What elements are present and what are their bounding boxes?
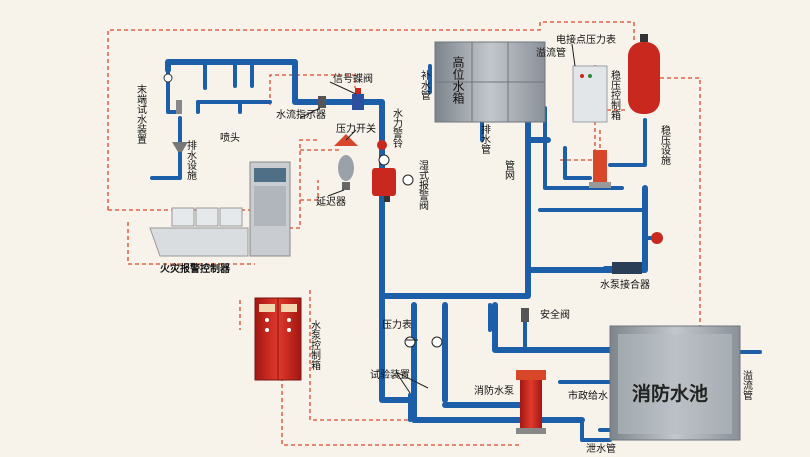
leader-lines bbox=[299, 43, 576, 394]
high-level-tank-icon bbox=[434, 41, 546, 123]
label-pump-adapter: 水泵接合器 bbox=[600, 278, 650, 291]
label-fire-pump: 消防水泵 bbox=[474, 384, 514, 397]
fire-alarm-controller-icon bbox=[149, 161, 291, 257]
label-pressure-gauge: 压力表 bbox=[382, 318, 412, 331]
label-sprinkler: 喷头 bbox=[220, 132, 240, 144]
label-fire-pool: 消防水池 bbox=[632, 382, 708, 405]
label-wet-alarm-valve: 湿式报警阀 bbox=[417, 160, 429, 211]
label-pressure-switch: 压力开关 bbox=[336, 122, 376, 135]
label-stab-control-box: 稳压控制箱 bbox=[609, 69, 621, 121]
label-drain-pipe: 排水管 bbox=[479, 123, 491, 155]
label-overflow-top: 溢流管 bbox=[536, 46, 566, 59]
label-municipal-supply: 市政给水 bbox=[568, 389, 608, 402]
label-flow-indicator: 水流指示器 bbox=[276, 108, 326, 121]
delay-chamber-icon bbox=[334, 134, 358, 190]
safety-valve-icon bbox=[521, 308, 529, 322]
label-stab-facility: 稳压设施 bbox=[659, 124, 671, 166]
end-test-device-icon bbox=[163, 73, 188, 152]
label-test-device: 试验装置 bbox=[370, 368, 410, 381]
stabilizer-pump-icon bbox=[589, 150, 611, 188]
label-drain-facility: 排水设施 bbox=[185, 139, 197, 181]
wet-alarm-valve-icon bbox=[372, 154, 414, 202]
label-safety-valve: 安全阀 bbox=[540, 308, 570, 321]
label-makeup-pipe: 补水管 bbox=[419, 69, 431, 101]
flow-indicator-icon bbox=[318, 96, 326, 108]
label-signal-valve: 信号蝶阀 bbox=[333, 72, 373, 85]
label-fire-alarm-controller: 火灾报警控制器 bbox=[160, 262, 231, 275]
fire-pool-icon bbox=[609, 325, 741, 441]
label-high-tank-1: 高位水箱 bbox=[451, 55, 465, 104]
label-overflow-right: 溢流管 bbox=[741, 369, 753, 401]
label-water-bell: 水力警铃 bbox=[391, 108, 403, 149]
pressure-gauge-icon bbox=[404, 336, 443, 348]
pump-control-cabinet-icon bbox=[254, 297, 302, 381]
diagram-labels: 末端试水装置 排水设施 喷头 信号蝶阀 水流指示器 压力开关 水力警铃 湿式报警… bbox=[135, 33, 753, 455]
pump-adapter-icon bbox=[612, 232, 663, 274]
signal-butterfly-valve-icon bbox=[352, 88, 364, 110]
label-pipe-network: 管网 bbox=[503, 159, 515, 181]
fire-pump-icon bbox=[516, 370, 546, 434]
label-delay: 延迟器 bbox=[316, 195, 346, 208]
pressure-tank-icon bbox=[628, 34, 660, 114]
label-end-test: 末端试水装置 bbox=[135, 83, 147, 144]
label-drain-outlet: 泄水管 bbox=[586, 442, 616, 455]
label-pump-controller: 水泵控制箱 bbox=[309, 320, 321, 371]
stabilizer-control-box-icon bbox=[572, 65, 608, 123]
water-alarm-bell-icon bbox=[377, 140, 387, 150]
label-contact-gauge: 电接点压力表 bbox=[556, 33, 616, 46]
